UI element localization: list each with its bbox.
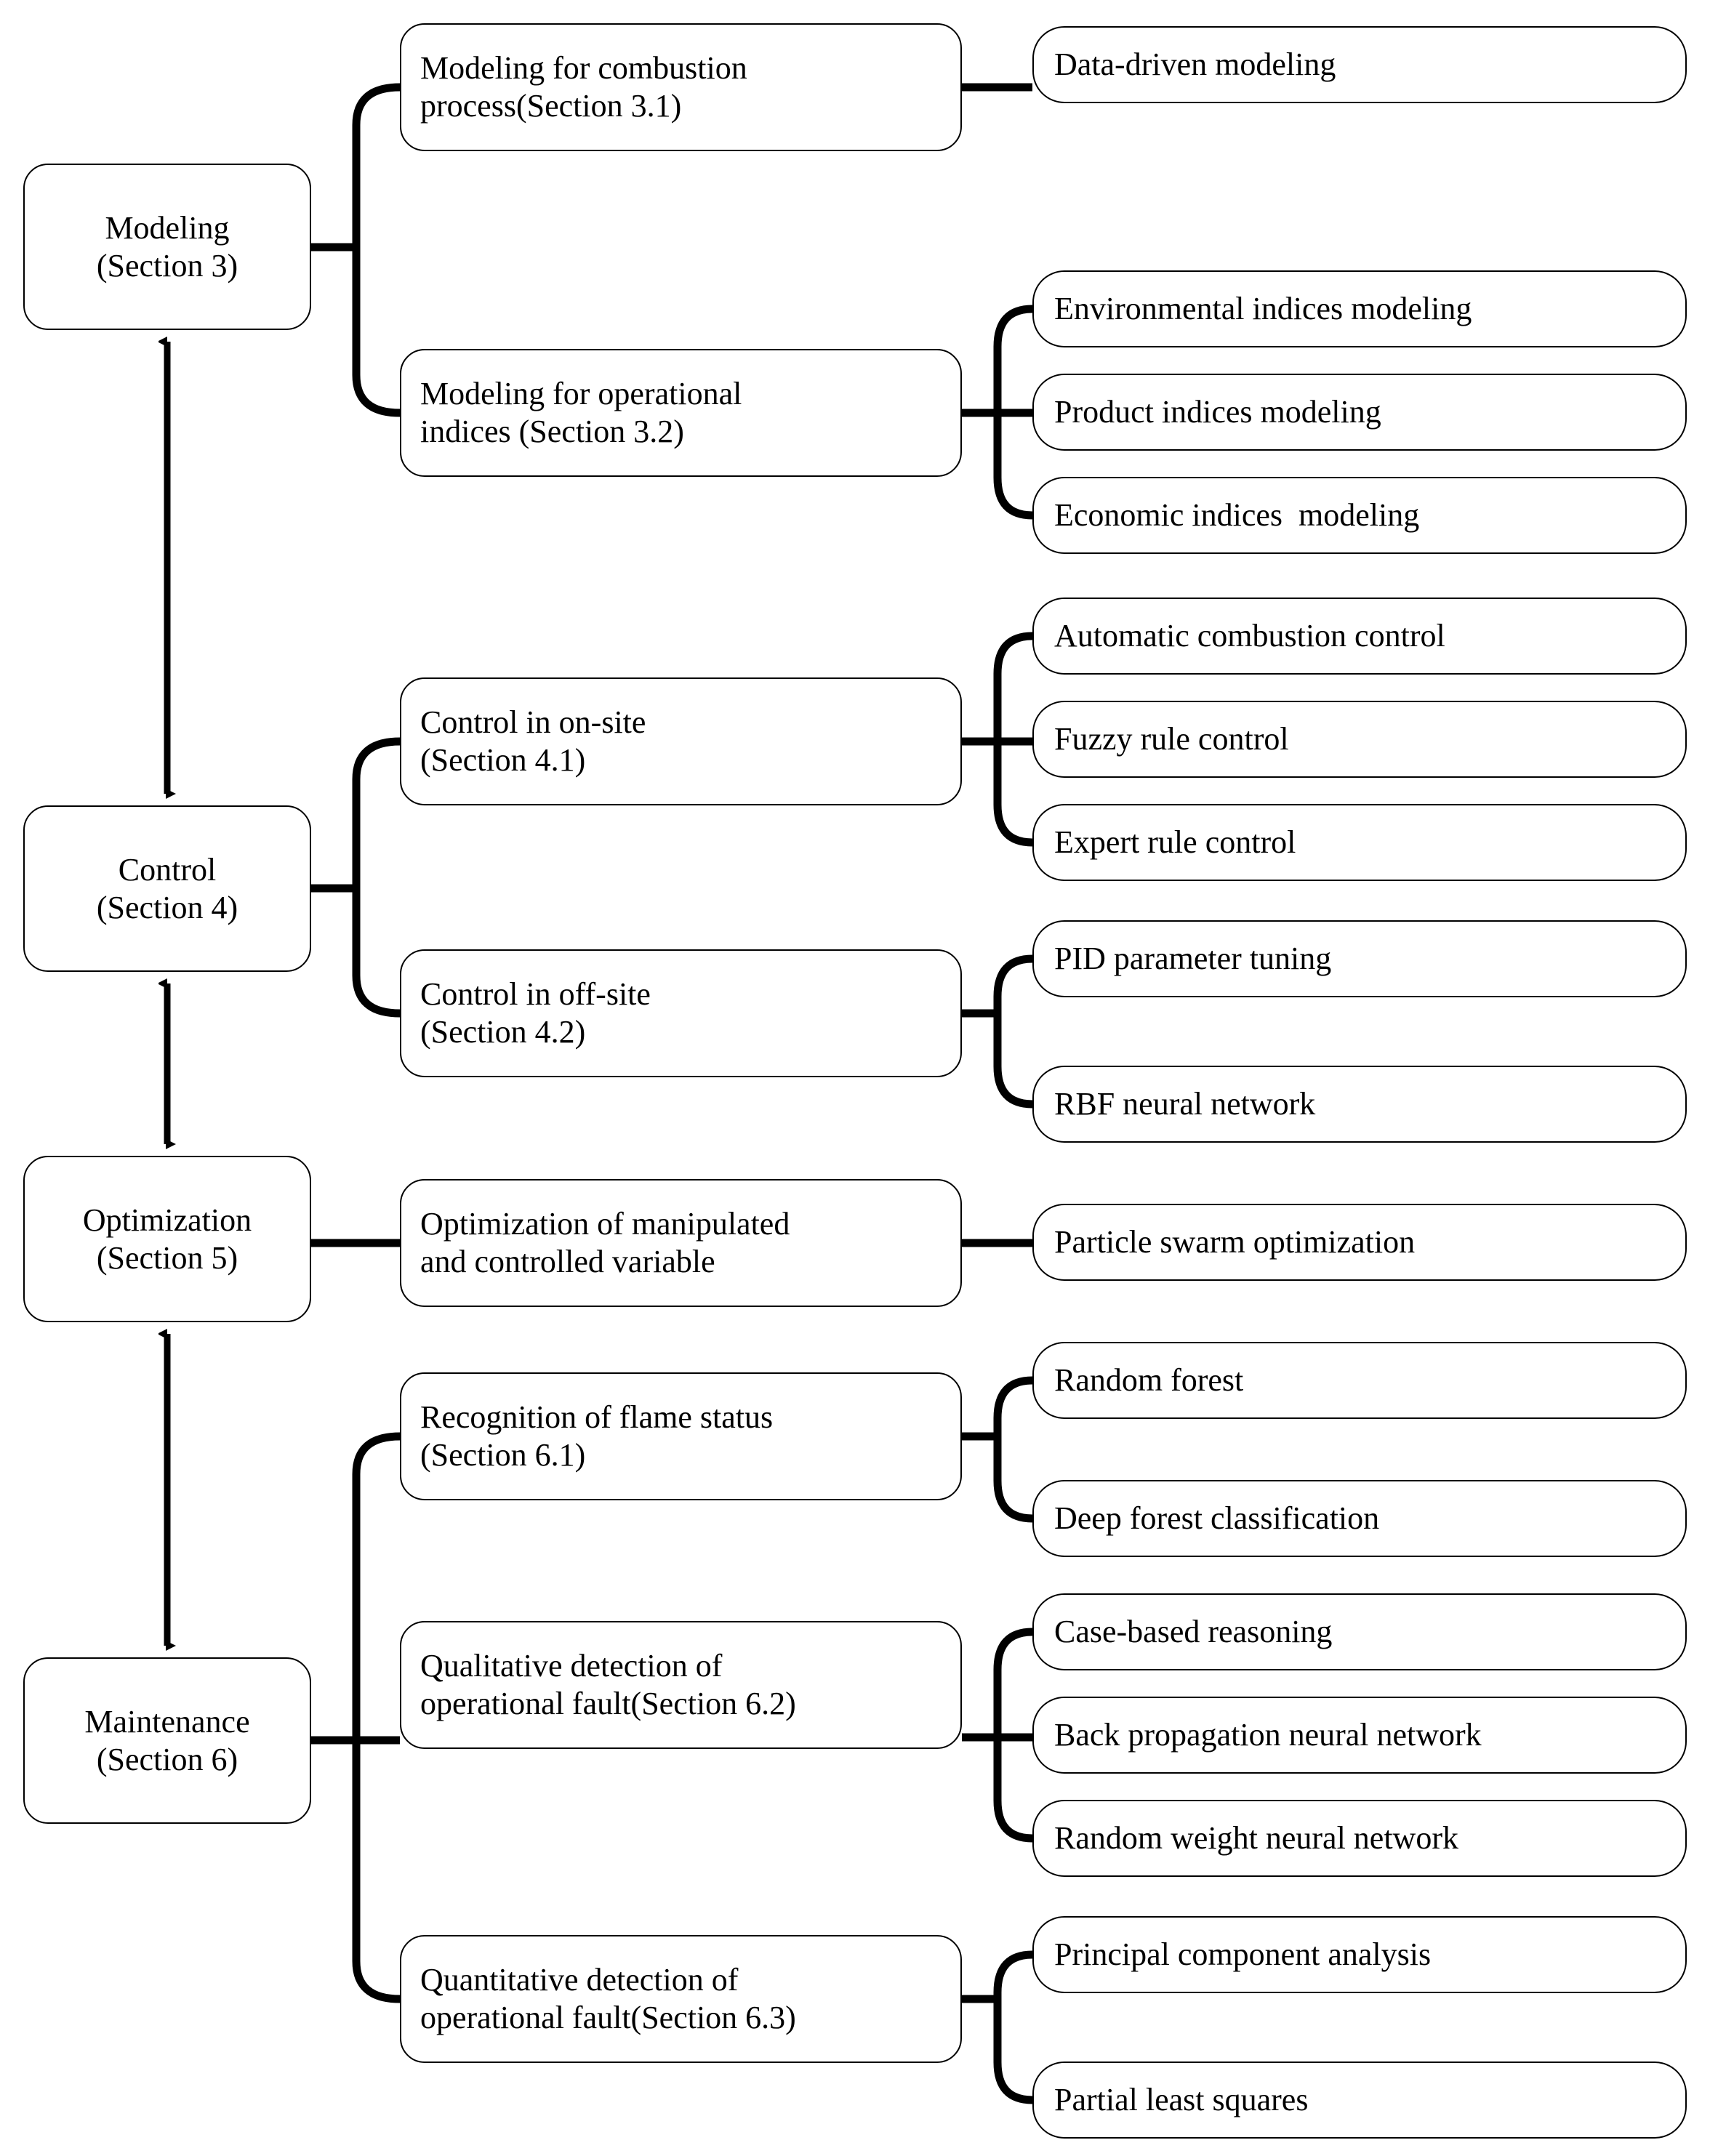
method-node-pid-parameter-tuning[interactable]: PID parameter tuning <box>1032 920 1687 997</box>
topic-node-modeling-combustion[interactable]: Modeling for combustion process(Section … <box>400 23 962 151</box>
method-node-automatic-combustion-control-label: Automatic combustion control <box>1054 618 1445 654</box>
stage-node-modeling[interactable]: Modeling (Section 3) <box>23 164 311 330</box>
stage-node-optimization[interactable]: Optimization (Section 5) <box>23 1156 311 1322</box>
method-node-economic-indices-modeling[interactable]: Economic indices modeling <box>1032 477 1687 554</box>
stage-node-control-label: Control (Section 4) <box>96 851 238 925</box>
branch-control <box>311 737 401 1018</box>
method-node-deep-forest-classification-label: Deep forest classification <box>1054 1500 1380 1537</box>
method-node-data-driven-modeling-label: Data-driven modeling <box>1054 47 1336 83</box>
branch-maintenance <box>311 1432 401 2003</box>
stage-node-maintenance[interactable]: Maintenance (Section 6) <box>23 1657 311 1824</box>
method-node-environmental-indices-modeling[interactable]: Environmental indices modeling <box>1032 270 1687 347</box>
method-node-fuzzy-rule-control[interactable]: Fuzzy rule control <box>1032 701 1687 778</box>
stage-node-optimization-label: Optimization (Section 5) <box>82 1202 252 1276</box>
topic-node-control-on-site[interactable]: Control in on-site (Section 4.1) <box>400 677 962 805</box>
branch-control-on-site <box>962 632 1033 847</box>
topic-node-modeling-operational[interactable]: Modeling for operational indices (Sectio… <box>400 349 962 477</box>
topic-node-quantitative-detection[interactable]: Quantitative detection of operational fa… <box>400 1935 962 2063</box>
topic-node-qualitative-detection[interactable]: Qualitative detection of operational fau… <box>400 1621 962 1749</box>
method-node-random-weight-neural-network[interactable]: Random weight neural network <box>1032 1800 1687 1877</box>
method-node-case-based-reasoning-label: Case-based reasoning <box>1054 1614 1333 1650</box>
method-node-case-based-reasoning[interactable]: Case-based reasoning <box>1032 1593 1687 1670</box>
topic-node-control-on-site-label: Control in on-site (Section 4.1) <box>420 704 646 778</box>
topic-node-recognition-flame-status[interactable]: Recognition of flame status (Section 6.1… <box>400 1372 962 1500</box>
method-node-deep-forest-classification[interactable]: Deep forest classification <box>1032 1480 1687 1557</box>
topic-node-control-off-site[interactable]: Control in off-site (Section 4.2) <box>400 949 962 1077</box>
method-node-pid-parameter-tuning-label: PID parameter tuning <box>1054 941 1332 977</box>
branch-modeling <box>311 83 401 417</box>
stage-node-control[interactable]: Control (Section 4) <box>23 805 311 972</box>
topic-node-qualitative-detection-label: Qualitative detection of operational fau… <box>420 1648 796 1721</box>
method-node-economic-indices-modeling-label: Economic indices modeling <box>1054 497 1420 534</box>
topic-node-optimization-variables[interactable]: Optimization of manipulated and controll… <box>400 1179 962 1307</box>
branch-modeling-operational <box>962 305 1033 520</box>
method-node-automatic-combustion-control[interactable]: Automatic combustion control <box>1032 598 1687 675</box>
branch-control-off-site <box>962 954 1033 1109</box>
branch-recognition-flame-status <box>962 1376 1033 1523</box>
method-node-principal-component-analysis[interactable]: Principal component analysis <box>1032 1916 1687 1993</box>
method-node-data-driven-modeling[interactable]: Data-driven modeling <box>1032 26 1687 103</box>
method-node-rbf-neural-network[interactable]: RBF neural network <box>1032 1066 1687 1143</box>
branch-qualitative-detection <box>962 1628 1033 1843</box>
method-node-fuzzy-rule-control-label: Fuzzy rule control <box>1054 721 1289 757</box>
method-node-back-propagation-neural-network-label: Back propagation neural network <box>1054 1717 1482 1753</box>
method-node-particle-swarm-optimization[interactable]: Particle swarm optimization <box>1032 1204 1687 1281</box>
method-node-environmental-indices-modeling-label: Environmental indices modeling <box>1054 291 1472 327</box>
method-node-random-forest-label: Random forest <box>1054 1362 1244 1399</box>
method-node-back-propagation-neural-network[interactable]: Back propagation neural network <box>1032 1697 1687 1774</box>
method-node-partial-least-squares[interactable]: Partial least squares <box>1032 2062 1687 2139</box>
method-node-random-weight-neural-network-label: Random weight neural network <box>1054 1820 1458 1857</box>
topic-node-optimization-variables-label: Optimization of manipulated and controll… <box>420 1206 790 1279</box>
topic-node-quantitative-detection-label: Quantitative detection of operational fa… <box>420 1962 796 2035</box>
stage-node-modeling-label: Modeling (Section 3) <box>96 209 238 283</box>
method-node-principal-component-analysis-label: Principal component analysis <box>1054 1936 1432 1973</box>
method-node-expert-rule-control[interactable]: Expert rule control <box>1032 804 1687 881</box>
method-node-partial-least-squares-label: Partial least squares <box>1054 2082 1309 2118</box>
topic-node-modeling-combustion-label: Modeling for combustion process(Section … <box>420 50 747 124</box>
method-node-random-forest[interactable]: Random forest <box>1032 1342 1687 1419</box>
method-node-rbf-neural-network-label: RBF neural network <box>1054 1086 1316 1122</box>
topic-node-modeling-operational-label: Modeling for operational indices (Sectio… <box>420 376 742 449</box>
stage-node-maintenance-label: Maintenance (Section 6) <box>84 1703 250 1777</box>
branch-quantitative-detection <box>962 1950 1033 2104</box>
topic-node-control-off-site-label: Control in off-site (Section 4.2) <box>420 976 651 1050</box>
method-node-particle-swarm-optimization-label: Particle swarm optimization <box>1054 1224 1416 1260</box>
method-node-product-indices-modeling-label: Product indices modeling <box>1054 394 1381 430</box>
method-node-expert-rule-control-label: Expert rule control <box>1054 824 1296 861</box>
topic-node-recognition-flame-status-label: Recognition of flame status (Section 6.1… <box>420 1399 774 1473</box>
method-node-product-indices-modeling[interactable]: Product indices modeling <box>1032 374 1687 451</box>
